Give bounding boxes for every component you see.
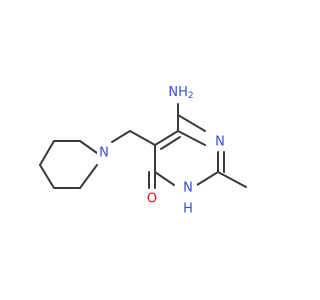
bond-pip-c4-c5 xyxy=(39,164,55,189)
atom-labels: NH2 N N H O N xyxy=(97,84,227,217)
bond-pip-n-c2 xyxy=(79,140,98,154)
ring-nh-n-label: N xyxy=(183,181,193,196)
bond-pip-c6-n xyxy=(79,164,98,189)
amino-label: NH2 xyxy=(168,85,193,101)
bond-c5-c6 xyxy=(154,130,179,146)
bond-c6-n1 xyxy=(177,114,206,132)
ring-n-label: N xyxy=(215,135,225,150)
molecule-structure: NH2 N N H O N xyxy=(39,84,247,217)
bond-c5-ch2 xyxy=(129,130,156,146)
piperidine-n-label: N xyxy=(99,146,109,161)
ring-nh-h-label: H xyxy=(183,202,193,217)
bond-c5-c6-double xyxy=(160,136,181,150)
bond-n3-c4 xyxy=(154,171,175,186)
bond-c2-methyl xyxy=(217,171,247,188)
bond-c2-n3 xyxy=(196,171,219,186)
carbonyl-o-label: O xyxy=(147,192,157,207)
bond-pip-c3-c4 xyxy=(39,140,55,166)
bonds xyxy=(39,103,247,189)
bond-ch2-n xyxy=(111,130,131,143)
bond-c6-n1-ring xyxy=(177,130,206,146)
